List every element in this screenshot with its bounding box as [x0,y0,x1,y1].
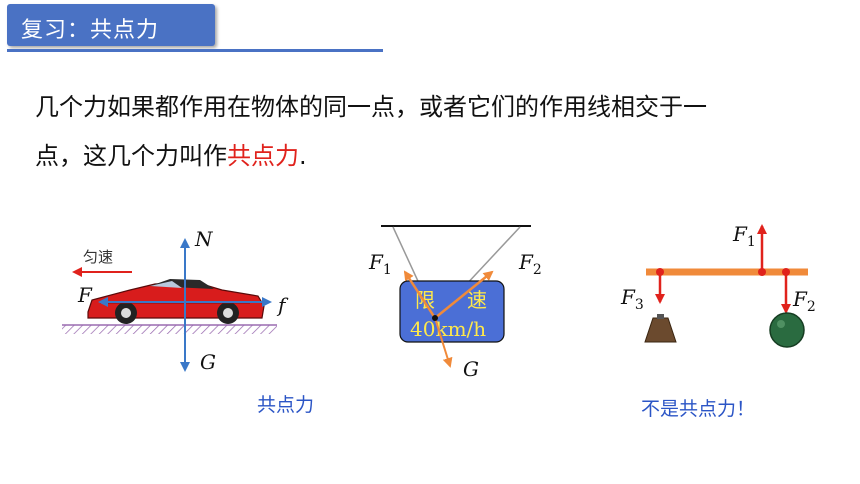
label-F1-beam: F1 [732,222,756,250]
tension-arrow-1 [403,270,437,319]
definition-line-2: 点，这几个力叫作共点力. [35,136,855,171]
definition-highlight: 共点力 [227,142,299,170]
speed-limit-sign [399,280,505,343]
label-N: N [194,227,214,251]
sign-char-2: 速 [467,288,487,312]
ground-hatch [62,325,277,334]
tension-arrow-2 [434,270,494,319]
label-motion: 匀速 [83,248,113,266]
label-G-sign: G [463,357,479,381]
label-G-car: G [200,350,216,374]
weight-ball [769,312,805,348]
caption-not-concurrent: 不是共点力！ [641,398,756,420]
beam-diagram: F1 F2 F3 [620,222,816,348]
label-f: f [276,293,289,317]
label-F3-beam: F3 [620,285,644,313]
title-underline [7,49,383,52]
car-diagram: 匀速 N G F f [62,227,289,374]
label-F2-sign: F2 [518,250,542,278]
definition-prefix: 点，这几个力叫作 [35,142,227,170]
label-F2-beam: F2 [792,287,816,315]
definition-line-1: 几个力如果都作用在物体的同一点，或者它们的作用线相交于一 [35,93,707,121]
sign-speed-text: 40km/h [410,317,486,341]
sign-diagram: 限 速 40km/h F1 F2 G [368,225,542,381]
label-F-car: F [77,283,93,307]
definition-suffix: . [299,142,307,170]
label-F1-sign: F1 [368,250,392,278]
slide-title: 复习：共点力 [21,18,160,43]
weight-block [644,317,677,343]
title-banner: 复习：共点力 [7,4,215,46]
caption-concurrent: 共点力 [257,394,315,416]
sign-gravity-arrow [434,317,453,368]
